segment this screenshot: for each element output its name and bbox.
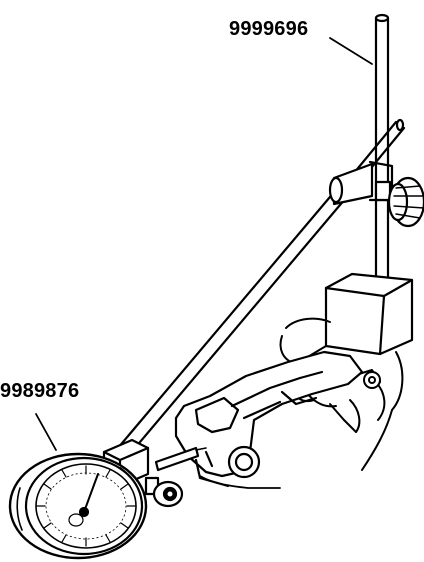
rocker-arm — [174, 350, 364, 488]
gauge-center-hub — [78, 506, 90, 518]
vertical-stand-rod — [374, 13, 390, 292]
leader-line-stand — [329, 37, 373, 65]
leader-line-gauge — [35, 413, 57, 451]
stand-clamp-knob — [374, 176, 424, 228]
gauge-subdial — [68, 513, 84, 527]
gauge-needle — [83, 473, 99, 513]
indicator-arm-rod — [110, 176, 358, 463]
stand-part-number-label: 9999696 — [229, 18, 309, 40]
lower-contour-line — [199, 475, 281, 489]
gauge-scale-ticks — [36, 465, 136, 547]
indicator-stem — [154, 446, 207, 472]
holder-clamp-knob — [144, 476, 184, 508]
dial-gauge — [8, 452, 148, 560]
gauge-part-number-label: 9989876 — [0, 380, 80, 402]
swivel-clamp — [328, 160, 394, 206]
magnetic-base-block — [324, 272, 414, 356]
